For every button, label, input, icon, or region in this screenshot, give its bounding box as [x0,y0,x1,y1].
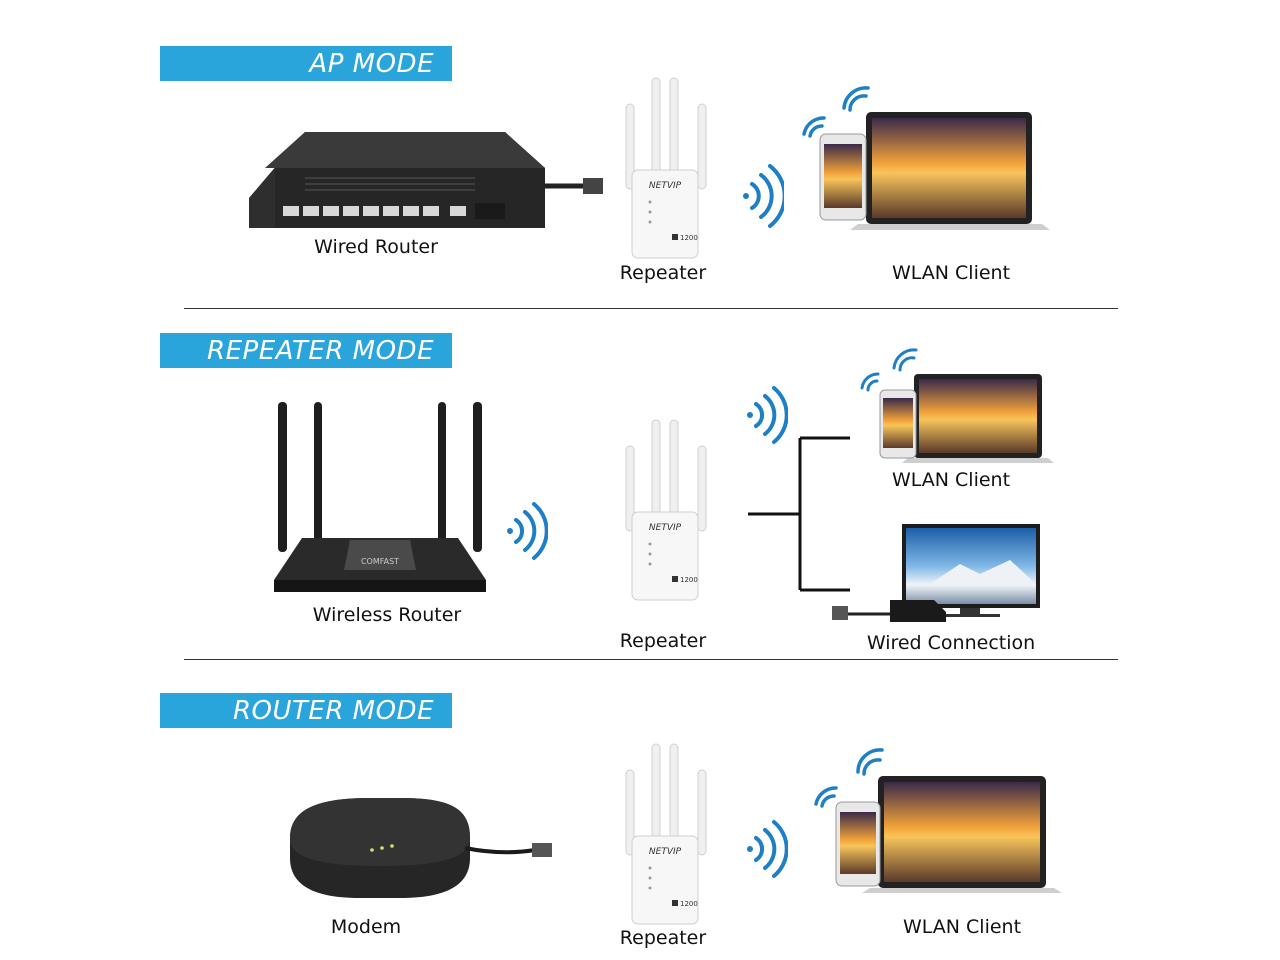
section-divider-2 [184,659,1118,660]
repeater-label-router: Repeater [619,927,707,949]
repeater-label-repeater: Repeater [619,630,707,652]
wlan-client-image-router [812,744,1072,894]
repeater-mode-banner: REPEATER MODE [160,333,452,368]
repeater-brand-ap: NETVIP [649,181,682,191]
repeater-model-router: 1200 [680,900,698,908]
wired-router-image [245,128,605,233]
repeater-model-repeater: 1200 [680,576,698,584]
wired-connection-image [830,524,1042,628]
repeater-label-ap: Repeater [619,262,707,284]
wlan-client-label-router: WLAN Client [902,916,1022,938]
wlan-client-image-ap [798,84,1058,234]
modem-image [280,788,560,908]
repeater-image-router: NETVIP 1200 [618,740,713,926]
router-brand: COMFAST [361,557,399,566]
wifi-signal-icon-router [506,500,548,562]
ap-mode-banner: AP MODE [160,46,452,81]
wlan-client-label-ap: WLAN Client [891,262,1011,284]
wlan-client-label-repeater: WLAN Client [891,469,1011,491]
repeater-model-ap: 1200 [680,234,698,242]
wired-connection-label: Wired Connection [866,632,1036,654]
repeater-image-repeater: NETVIP 1200 [618,416,713,602]
wireless-router-label: Wireless Router [312,604,462,626]
section-divider-1 [184,308,1118,309]
branch-connector [748,436,852,594]
ap-mode-title: AP MODE [309,48,434,79]
wifi-signal-icon-ap [742,162,784,230]
repeater-mode-title: REPEATER MODE [207,335,434,366]
repeater-brand-repeater: NETVIP [649,523,682,533]
router-mode-title: ROUTER MODE [232,695,434,726]
wifi-signal-icon-router-mode [746,818,788,880]
wired-router-label: Wired Router [314,236,438,258]
router-mode-banner: ROUTER MODE [160,693,452,728]
modem-label: Modem [330,916,402,938]
wireless-router-image: COMFAST [272,398,488,598]
wifi-signal-icon-repeater [746,384,788,446]
wlan-client-image-repeater [858,346,1058,466]
repeater-image-ap: NETVIP 1200 [618,74,713,260]
repeater-brand-router: NETVIP [649,847,682,857]
